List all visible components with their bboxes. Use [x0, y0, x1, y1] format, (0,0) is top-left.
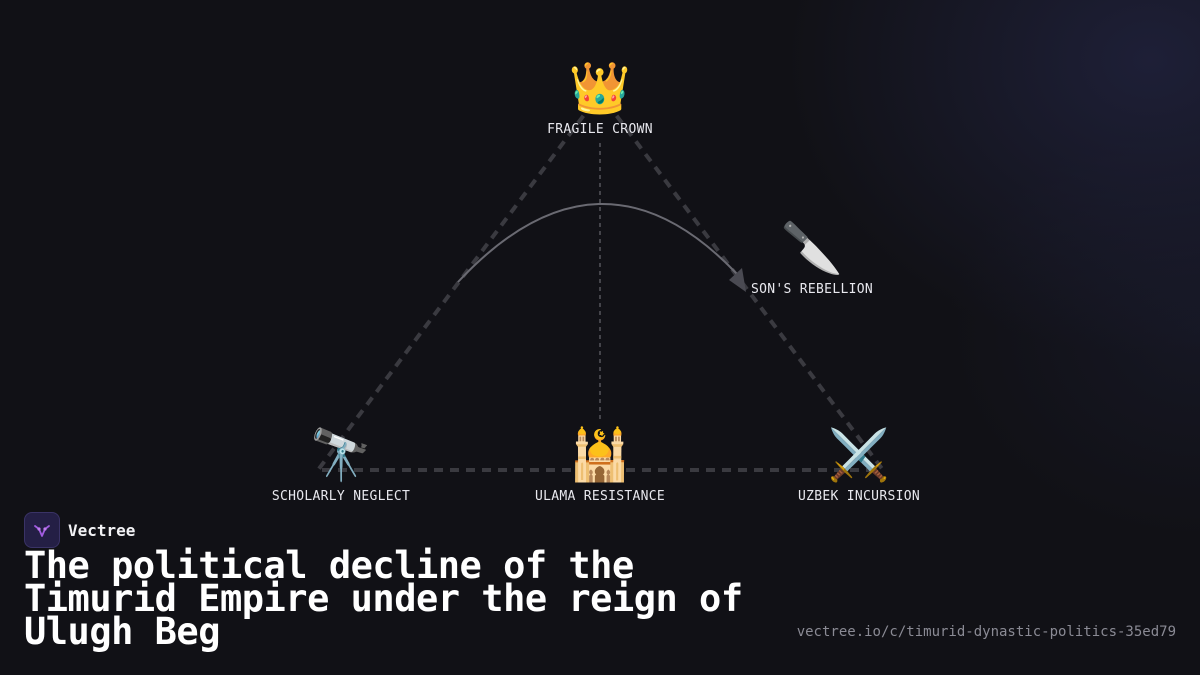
- node-ulama-resistance: 🕌 ULAMA RESISTANCE: [480, 427, 720, 504]
- page-title: The political decline of the Timurid Emp…: [24, 544, 743, 653]
- cycle-arc: [457, 203, 738, 283]
- node-label: UZBEK INCURSION: [798, 489, 920, 504]
- node-sons-rebellion: 🔪 SON'S REBELLION: [692, 220, 932, 297]
- vectree-logo-icon: [24, 512, 60, 548]
- mosque-icon: 🕌: [568, 426, 632, 484]
- brand-name: Vectree: [68, 520, 136, 540]
- telescope-icon: 🔭: [309, 426, 373, 484]
- node-label: FRAGILE CROWN: [547, 122, 653, 137]
- node-label: SON'S REBELLION: [751, 282, 873, 297]
- node-fragile-crown: 👑 FRAGILE CROWN: [480, 60, 720, 137]
- crossed-swords-icon: ⚔️: [827, 426, 891, 484]
- node-uzbek-incursion: ⚔️ UZBEK INCURSION: [739, 427, 979, 504]
- knife-icon: 🔪: [780, 219, 844, 277]
- node-label: ULAMA RESISTANCE: [534, 489, 666, 504]
- brand: Vectree: [24, 512, 135, 548]
- edge-left: [316, 101, 595, 472]
- node-label: SCHOLARLY NEGLECT: [271, 489, 411, 504]
- node-scholarly-neglect: 🔭 SCHOLARLY NEGLECT: [221, 427, 461, 504]
- source-url[interactable]: vectree.io/c/timurid-dynastic-politics-3…: [796, 624, 1176, 640]
- arc-arrowhead: [729, 268, 746, 292]
- crown-icon: 👑: [568, 59, 632, 117]
